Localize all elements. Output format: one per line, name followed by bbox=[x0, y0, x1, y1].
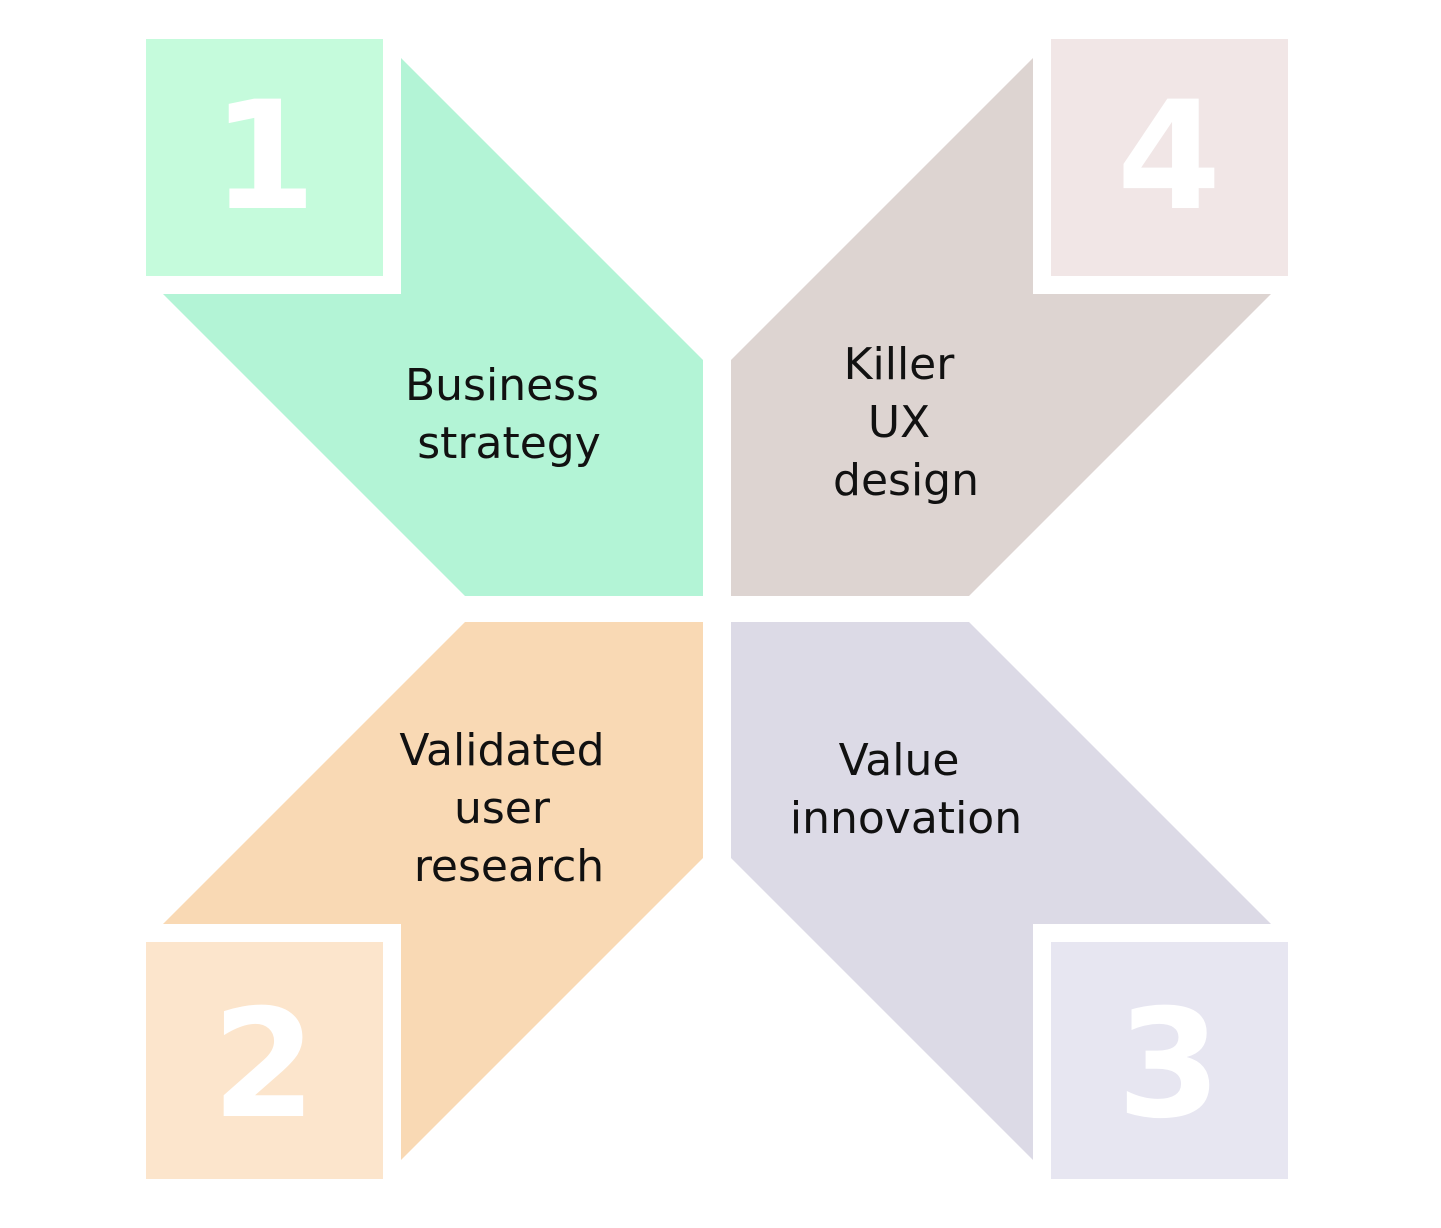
step-3-number-box bbox=[1051, 942, 1288, 1179]
step-1-arrow bbox=[163, 58, 703, 596]
step-4: 4 Killer UX design bbox=[731, 39, 1288, 596]
step-3-label: Value innovation bbox=[790, 735, 1022, 844]
step-4-arrow bbox=[731, 58, 1271, 596]
step-4-label-line-2: UX bbox=[868, 397, 930, 448]
step-4-label-line-3: design bbox=[833, 455, 979, 506]
step-1-label: Business strategy bbox=[405, 360, 613, 469]
step-2-label: Validated user research bbox=[399, 725, 618, 892]
step-4-number-box bbox=[1051, 39, 1288, 276]
step-2-label-line-2: user bbox=[454, 783, 551, 834]
step-3-arrow bbox=[731, 622, 1271, 1160]
step-1-number: 1 bbox=[212, 70, 316, 244]
step-3: 3 Value innovation bbox=[731, 622, 1288, 1179]
step-3-number: 3 bbox=[1117, 978, 1221, 1152]
step-2: 2 Validated user research bbox=[146, 622, 703, 1179]
step-1-number-box bbox=[146, 39, 383, 276]
step-1-label-line-2: strategy bbox=[417, 418, 601, 469]
step-4-label: Killer UX design bbox=[833, 339, 979, 506]
step-1: 1 Business strategy bbox=[146, 39, 703, 596]
step-4-label-line-1: Killer bbox=[844, 339, 956, 390]
step-4-number: 4 bbox=[1117, 70, 1221, 244]
step-3-label-line-2: innovation bbox=[790, 793, 1022, 844]
step-1-label-line-1: Business bbox=[405, 360, 599, 411]
step-2-number: 2 bbox=[212, 978, 316, 1152]
step-2-label-line-3: research bbox=[414, 841, 604, 892]
step-3-label-line-1: Value bbox=[839, 735, 960, 786]
step-2-arrow bbox=[163, 622, 703, 1160]
step-2-number-box bbox=[146, 942, 383, 1179]
step-2-label-line-1: Validated bbox=[399, 725, 604, 776]
